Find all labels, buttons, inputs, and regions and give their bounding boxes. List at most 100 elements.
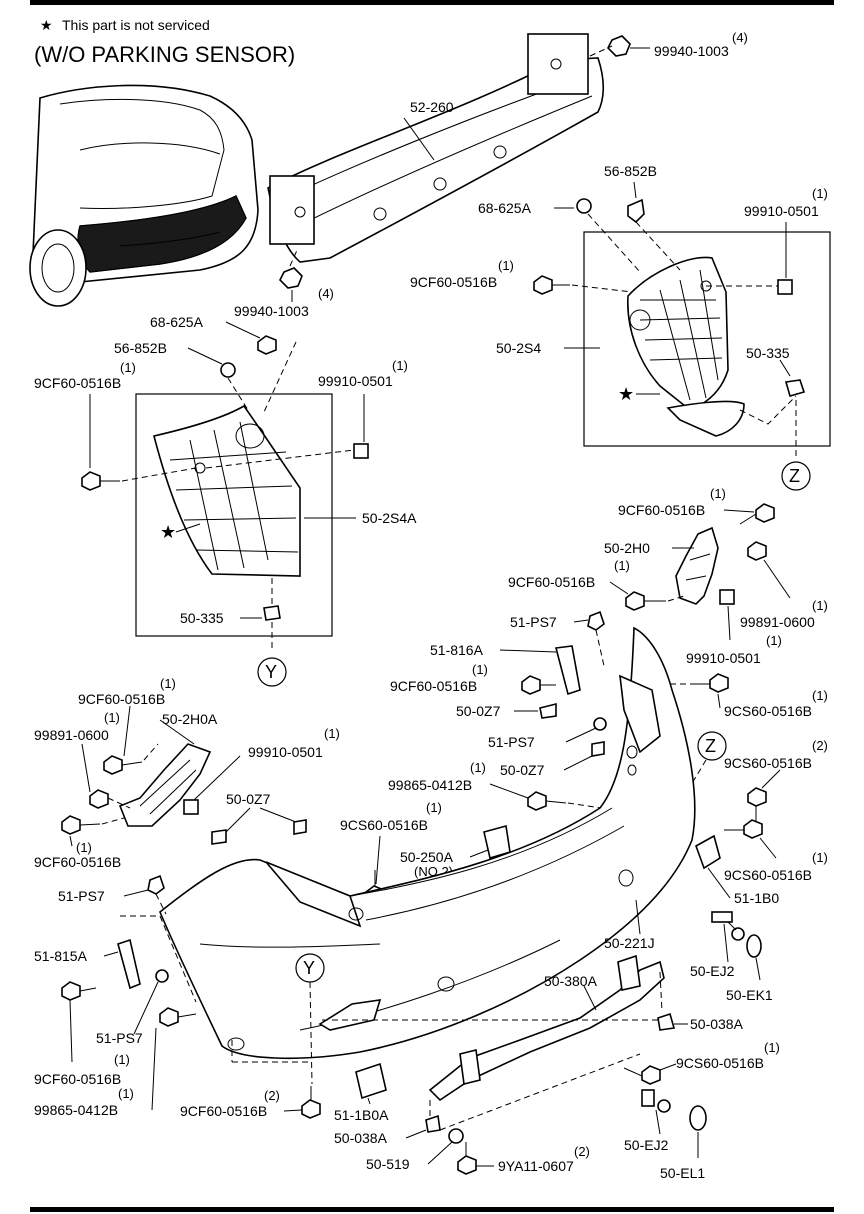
- label-51-1B0: 51-1B0: [734, 890, 779, 906]
- label-56-852B-left: 56-852B: [114, 340, 167, 356]
- pin-clip-icon: [155, 969, 169, 983]
- svg-text:(4): (4): [732, 30, 748, 45]
- bracket-51-815A: [117, 938, 141, 990]
- not-serviced-star-icon: ★: [618, 384, 634, 404]
- label-9CF60-0516B-d: 9CF60-0516B: [78, 691, 165, 707]
- label-50-0Z7-b: 50-0Z7: [500, 762, 545, 778]
- label-99910-0501-lower: 99910-0501: [248, 744, 323, 760]
- label-51-PS7-b: 51-PS7: [488, 734, 535, 750]
- svg-text:(1): (1): [104, 710, 120, 725]
- clip-icon: [448, 1128, 464, 1144]
- label-9CS60-0516B-a: 9CS60-0516B: [724, 703, 812, 719]
- label-9CF60-0516B-c: 9CF60-0516B: [390, 678, 477, 694]
- nut-icon: [279, 267, 303, 289]
- bracket-51-816A: [554, 645, 581, 696]
- diagram-title: (W/O PARKING SENSOR): [34, 42, 295, 67]
- label-9CF60-0516B-right: 9CF60-0516B: [410, 274, 497, 290]
- bracket-50-2S4A: [153, 404, 301, 577]
- svg-text:(1): (1): [498, 258, 514, 273]
- vehicle-rear-illustration: [29, 84, 259, 307]
- label-9CF60-0516B-b: 9CF60-0516B: [508, 574, 595, 590]
- grommet-icon: [689, 1105, 707, 1131]
- clip-icon: [539, 702, 557, 719]
- screw-icon: [457, 1142, 477, 1175]
- clip-nut-icon: [353, 443, 369, 459]
- svg-text:(2): (2): [574, 1144, 590, 1159]
- clip-icon: [220, 362, 236, 378]
- label-50-380A: 50-380A: [544, 973, 598, 989]
- svg-text:(1): (1): [812, 598, 828, 613]
- screw-icon: [159, 1007, 197, 1027]
- svg-text:(1): (1): [114, 1052, 130, 1067]
- screw-icon: [625, 591, 666, 611]
- screw-icon: [301, 1086, 321, 1119]
- label-50-2S4A: 50-2S4A: [362, 510, 417, 526]
- ref-y-upper: [257, 657, 287, 687]
- pin-clip-icon: [147, 874, 165, 895]
- screw-icon: [724, 819, 763, 839]
- svg-text:Z: Z: [705, 736, 716, 756]
- label-50-0Z7-a: 50-0Z7: [456, 703, 501, 719]
- label-50-335-left: 50-335: [180, 610, 224, 626]
- label-99940-1003-top: 99940-1003: [654, 43, 729, 59]
- label-50-250A: 50-250A: [400, 849, 454, 865]
- svg-text:(1): (1): [472, 662, 488, 677]
- clip-icon: [576, 198, 592, 214]
- screw-icon: [103, 755, 143, 775]
- label-9CF60-0516B-g: 9CF60-0516B: [180, 1103, 267, 1119]
- svg-text:(1): (1): [614, 558, 630, 573]
- label-9CF60-0516B-left: 9CF60-0516B: [34, 375, 121, 391]
- label-50-EK1: 50-EK1: [726, 987, 773, 1003]
- label-9CS60-0516B-e: 9CS60-0516B: [676, 1055, 764, 1071]
- label-52-260: 52-260: [410, 99, 454, 115]
- label-68-625A-left: 68-625A: [150, 314, 204, 330]
- screw-icon: [61, 981, 97, 1001]
- screw-icon: [527, 791, 567, 811]
- reflector-51-1B0A: [355, 1062, 387, 1100]
- svg-text:(2): (2): [812, 738, 828, 753]
- svg-text:Y: Y: [265, 662, 277, 682]
- clip-icon: [293, 819, 307, 835]
- clip-icon: [257, 335, 277, 355]
- screw-icon: [533, 275, 570, 295]
- screw-icon: [61, 815, 101, 835]
- clip-nut-icon: [719, 589, 735, 605]
- label-50-EL1: 50-EL1: [660, 1165, 705, 1181]
- ref-z-upper: [781, 461, 811, 491]
- label-50-038A-right: 50-038A: [690, 1016, 744, 1032]
- svg-text:(1): (1): [470, 760, 486, 775]
- svg-text:(1): (1): [812, 186, 828, 201]
- label-50-519: 50-519: [366, 1156, 410, 1172]
- bracket-50-2H0: [675, 526, 719, 605]
- svg-text:(1): (1): [766, 633, 782, 648]
- svg-text:(1): (1): [324, 726, 340, 741]
- clip-icon: [425, 1114, 441, 1133]
- bracket-50-2S4: [627, 256, 745, 437]
- svg-text:(1): (1): [426, 800, 442, 815]
- label-50-2S4: 50-2S4: [496, 340, 541, 356]
- svg-text:(1): (1): [812, 688, 828, 703]
- clip-icon: [657, 1012, 676, 1031]
- svg-text:(4): (4): [318, 286, 334, 301]
- label-9CS60-0516B-d: 9CS60-0516B: [724, 867, 812, 883]
- label-56-852B-right: 56-852B: [604, 163, 657, 179]
- label-68-625A-right: 68-625A: [478, 200, 532, 216]
- screw-icon: [521, 675, 556, 695]
- label-50-0Z7-c: 50-0Z7: [226, 791, 271, 807]
- label-99940-1003-low: 99940-1003: [234, 303, 309, 319]
- screw-icon: [623, 1065, 661, 1085]
- label-9CF60-0516B-f: 9CF60-0516B: [34, 1071, 121, 1087]
- svg-text:(2): (2): [264, 1088, 280, 1103]
- svg-text:(1): (1): [812, 850, 828, 865]
- bumper-reinforcement-52-260: [267, 33, 605, 263]
- label-51-1B0A: 51-1B0A: [334, 1107, 389, 1123]
- label-99891-0600-left: 99891-0600: [34, 727, 109, 743]
- grommet-icon: [746, 934, 762, 958]
- clip-nut-icon: [183, 799, 199, 815]
- label-51-815A: 51-815A: [34, 948, 88, 964]
- label-99865-0412B-b: 99865-0412B: [34, 1102, 118, 1118]
- label-99910-0501-right: 99910-0501: [744, 203, 819, 219]
- nut-icon: [747, 541, 767, 561]
- bumper-fascia-50-221J: [159, 626, 696, 1060]
